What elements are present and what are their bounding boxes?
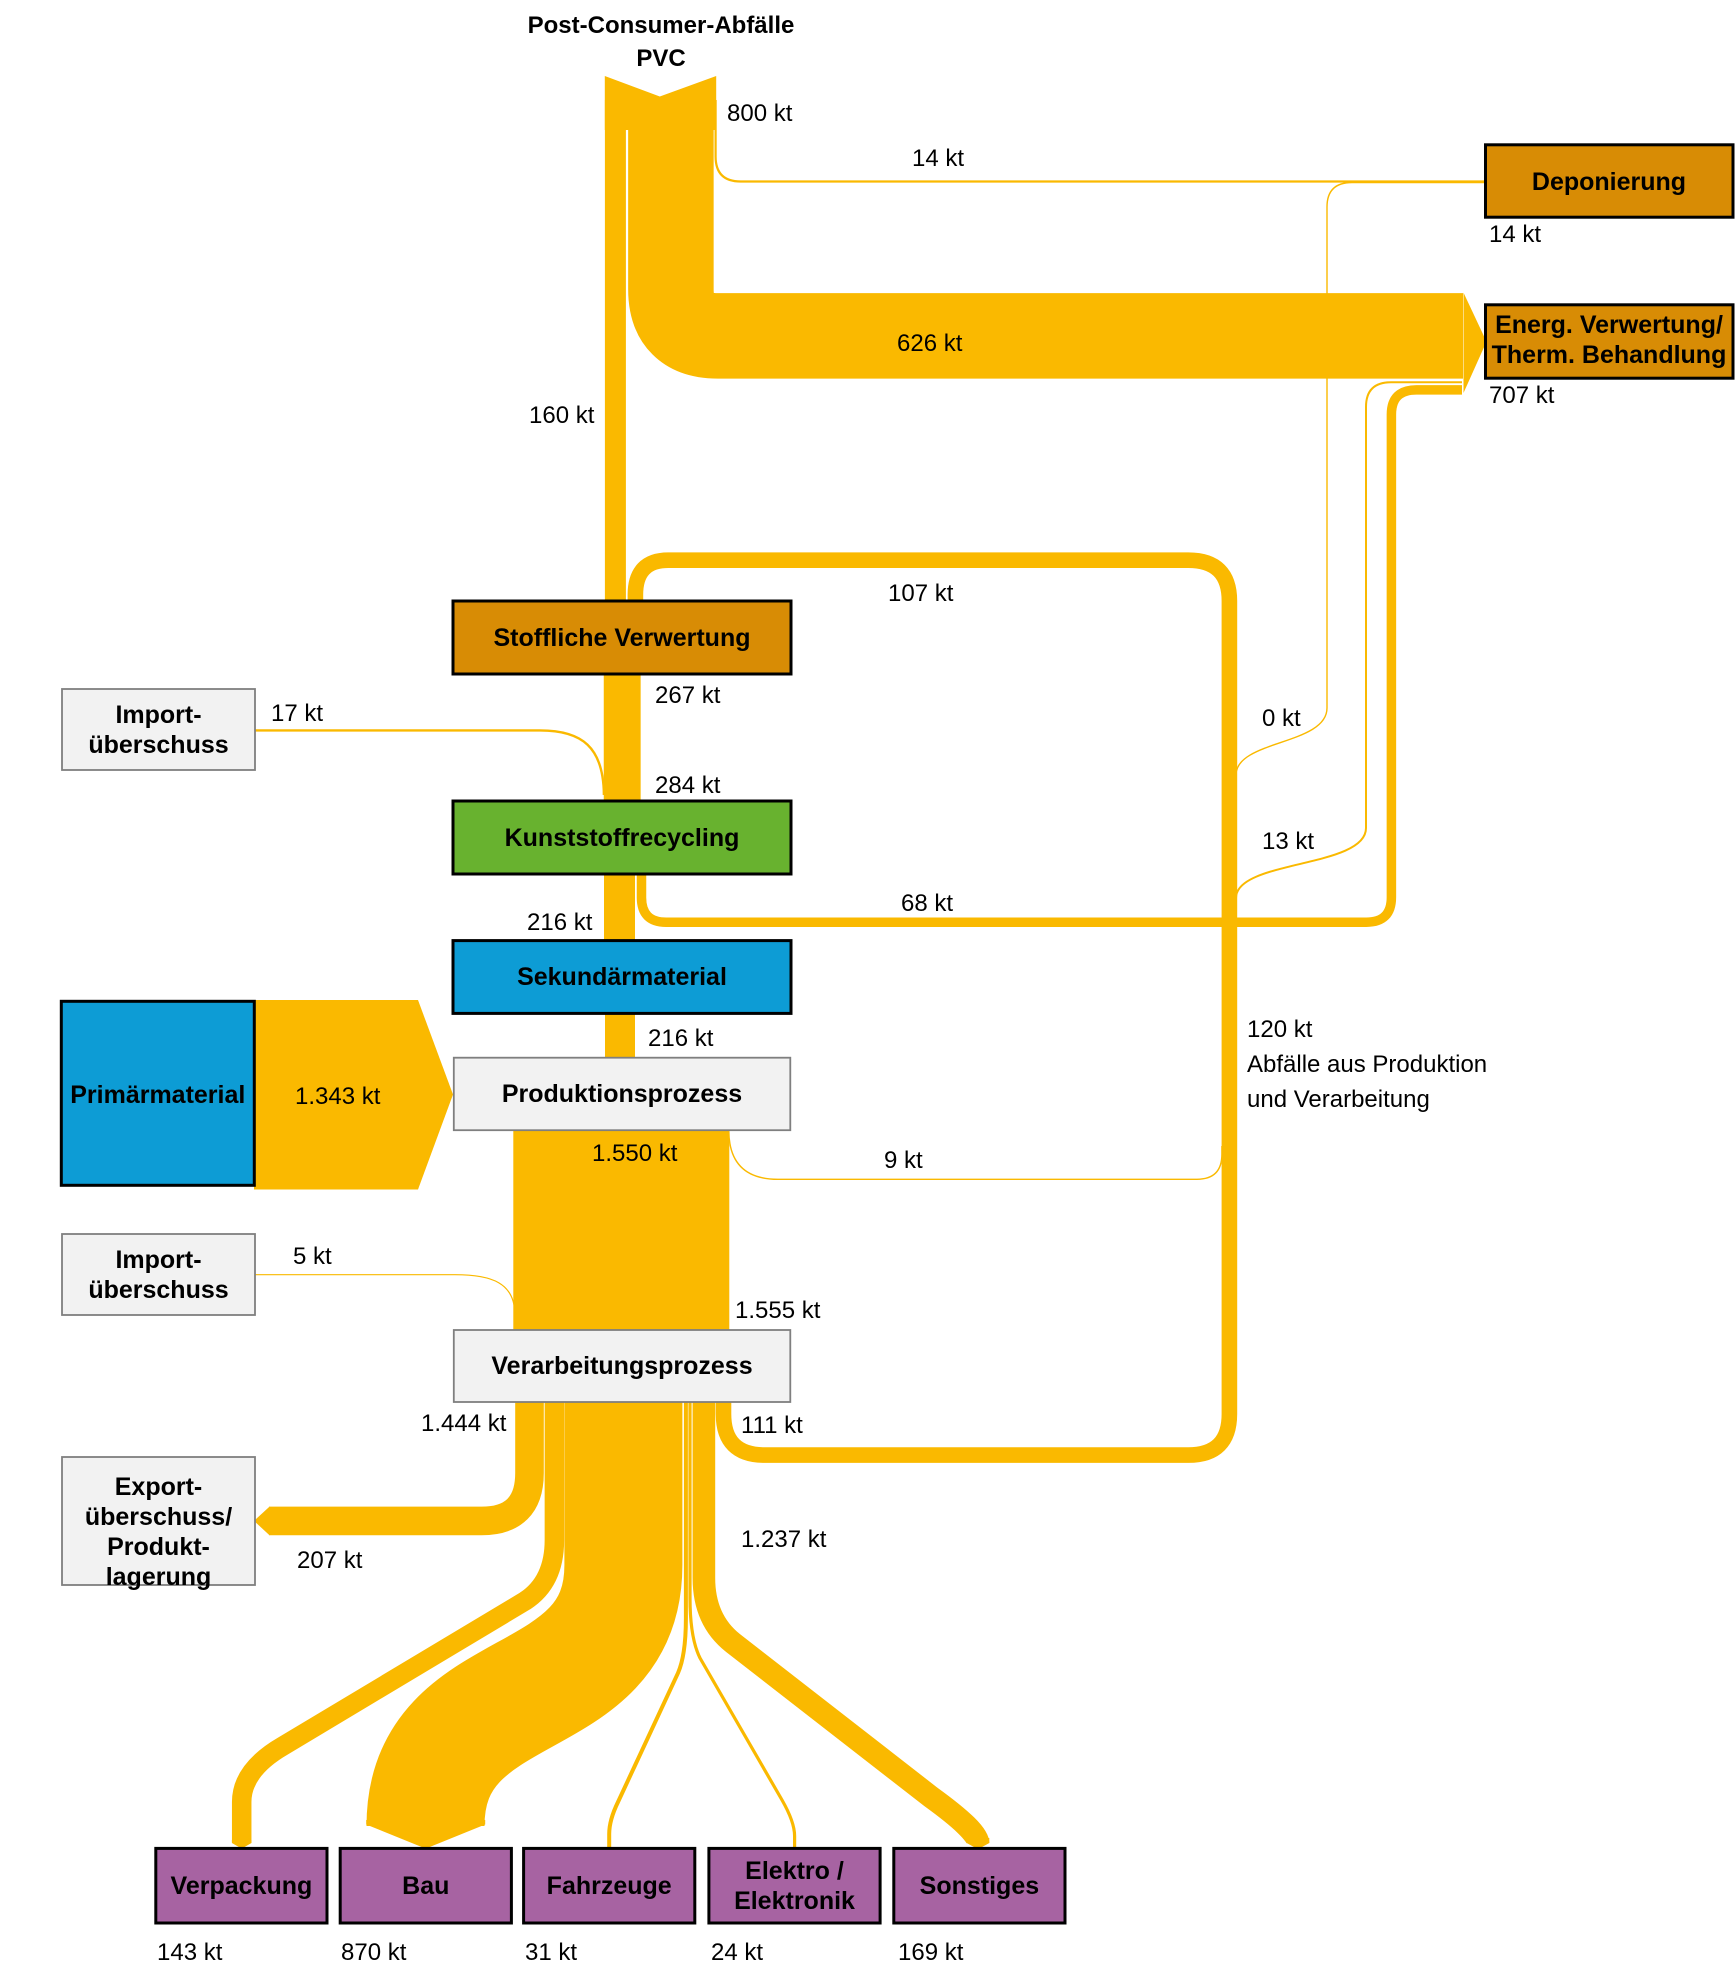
svg-text:Kunststoffrecycling: Kunststoffrecycling bbox=[505, 824, 740, 852]
svg-text:267 kt: 267 kt bbox=[655, 682, 721, 709]
svg-text:31 kt: 31 kt bbox=[525, 1939, 577, 1966]
svg-text:Export-: Export- bbox=[115, 1473, 203, 1501]
svg-text:Sonstiges: Sonstiges bbox=[920, 1872, 1039, 1900]
svg-text:14 kt: 14 kt bbox=[1489, 221, 1541, 248]
svg-text:143 kt: 143 kt bbox=[157, 1939, 223, 1966]
svg-text:24 kt: 24 kt bbox=[711, 1939, 763, 1966]
svg-text:Import-: Import- bbox=[115, 1246, 201, 1274]
svg-text:626 kt: 626 kt bbox=[897, 330, 963, 357]
svg-text:1.343 kt: 1.343 kt bbox=[295, 1083, 381, 1110]
svg-text:Therm. Behandlung: Therm. Behandlung bbox=[1492, 341, 1727, 369]
svg-text:5 kt: 5 kt bbox=[293, 1243, 332, 1270]
svg-text:160 kt: 160 kt bbox=[529, 402, 595, 429]
svg-text:216 kt: 216 kt bbox=[648, 1025, 714, 1052]
svg-text:1.237 kt: 1.237 kt bbox=[741, 1526, 827, 1553]
svg-text:Elektro /: Elektro / bbox=[745, 1857, 844, 1885]
svg-text:Import-: Import- bbox=[115, 701, 201, 729]
svg-text:9 kt: 9 kt bbox=[884, 1147, 923, 1174]
svg-text:0 kt: 0 kt bbox=[1262, 705, 1301, 732]
svg-text:68 kt: 68 kt bbox=[901, 890, 953, 917]
svg-text:Abfälle aus Produktion: Abfälle aus Produktion bbox=[1247, 1051, 1487, 1078]
svg-text:Verpackung: Verpackung bbox=[171, 1872, 313, 1900]
svg-text:Bau: Bau bbox=[402, 1872, 449, 1900]
svg-text:Produktionsprozess: Produktionsprozess bbox=[502, 1080, 742, 1108]
svg-text:284 kt: 284 kt bbox=[655, 772, 721, 799]
svg-text:216 kt: 216 kt bbox=[527, 909, 593, 936]
svg-text:überschuss/: überschuss/ bbox=[85, 1503, 232, 1531]
svg-text:107 kt: 107 kt bbox=[888, 580, 954, 607]
svg-text:lagerung: lagerung bbox=[106, 1563, 212, 1591]
svg-text:PVC: PVC bbox=[636, 45, 685, 72]
svg-text:120 kt: 120 kt bbox=[1247, 1016, 1313, 1043]
svg-text:Post-Consumer-Abfälle: Post-Consumer-Abfälle bbox=[528, 12, 795, 39]
svg-text:und Verarbeitung: und Verarbeitung bbox=[1247, 1086, 1430, 1113]
svg-text:Verarbeitungsprozess: Verarbeitungsprozess bbox=[491, 1352, 752, 1380]
svg-text:111 kt: 111 kt bbox=[741, 1412, 803, 1439]
svg-text:Fahrzeuge: Fahrzeuge bbox=[547, 1872, 672, 1900]
svg-text:Primärmaterial: Primärmaterial bbox=[70, 1081, 245, 1109]
svg-text:Sekundärmaterial: Sekundärmaterial bbox=[517, 963, 727, 991]
svg-text:207 kt: 207 kt bbox=[297, 1547, 363, 1574]
svg-text:707 kt: 707 kt bbox=[1489, 382, 1555, 409]
svg-text:800 kt: 800 kt bbox=[727, 100, 793, 127]
svg-text:Deponierung: Deponierung bbox=[1532, 168, 1686, 196]
svg-text:überschuss: überschuss bbox=[88, 731, 228, 759]
svg-text:1.444 kt: 1.444 kt bbox=[421, 1410, 507, 1437]
svg-text:1.550 kt: 1.550 kt bbox=[592, 1140, 678, 1167]
svg-text:17 kt: 17 kt bbox=[271, 700, 323, 727]
svg-text:Stoffliche Verwertung: Stoffliche Verwertung bbox=[494, 624, 751, 652]
svg-text:169 kt: 169 kt bbox=[898, 1939, 964, 1966]
svg-text:überschuss: überschuss bbox=[88, 1276, 228, 1304]
svg-text:13 kt: 13 kt bbox=[1262, 828, 1314, 855]
svg-text:870 kt: 870 kt bbox=[341, 1939, 407, 1966]
svg-text:Elektronik: Elektronik bbox=[734, 1887, 855, 1915]
svg-text:Produkt-: Produkt- bbox=[107, 1533, 210, 1561]
svg-text:Energ. Verwertung/: Energ. Verwertung/ bbox=[1495, 311, 1723, 339]
svg-text:14 kt: 14 kt bbox=[912, 145, 964, 172]
svg-text:1.555 kt: 1.555 kt bbox=[735, 1297, 821, 1324]
